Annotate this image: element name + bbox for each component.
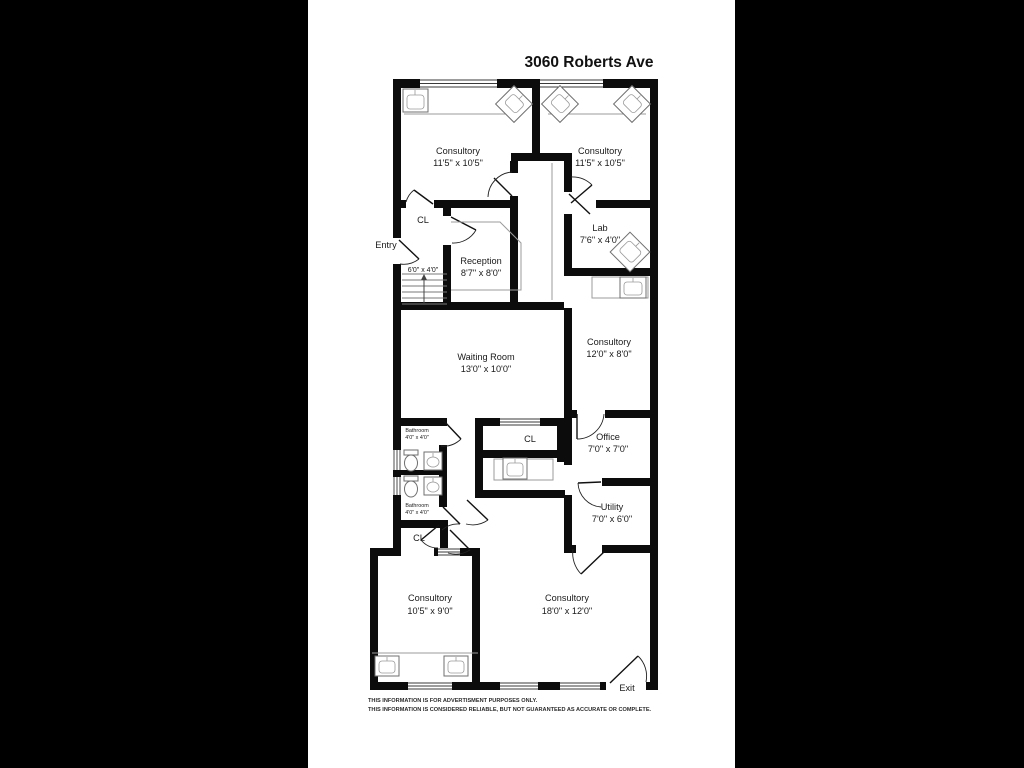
- disclaimer-line-1: THIS INFORMATION IS FOR ADVERTISMENT PUR…: [368, 698, 538, 704]
- fixtures: [374, 84, 652, 677]
- toilet-icon: [403, 475, 419, 498]
- room-name-bathroom-lower: Bathroom: [405, 503, 429, 509]
- room-dims-consultory-bottom-left: 10'5" x 9'0": [407, 606, 452, 616]
- door-swing-icon: [572, 548, 606, 575]
- plan-page: [308, 0, 735, 768]
- door-swing-icon: [398, 239, 420, 265]
- room-labels: Consultory 11'5" x 10'5" Consultory 11'5…: [375, 146, 635, 693]
- room-dims-lab: 7'6" x 4'0": [580, 235, 620, 245]
- windows: [393, 79, 646, 690]
- door-swing-icon: [609, 655, 648, 684]
- closet-label-middle: CL: [524, 434, 536, 444]
- window-icon: [420, 79, 497, 88]
- room-name-consultory-top-left: Consultory: [436, 146, 480, 156]
- doors: [398, 171, 648, 684]
- door-swing-icon: [447, 529, 471, 555]
- door-swing-icon: [450, 216, 477, 244]
- door-swing-icon: [576, 413, 605, 440]
- room-dims-vestibule: 6'0" x 4'0": [408, 267, 439, 274]
- door-swing-icon: [420, 524, 440, 549]
- door-swing-icon: [440, 419, 462, 447]
- window-icon: [393, 477, 401, 495]
- room-name-waiting-room: Waiting Room: [457, 352, 515, 362]
- stairs-up-icon: [402, 273, 447, 305]
- room-dims-consultory-bottom-right: 18'0" x 12'0": [542, 606, 592, 616]
- exit-label: Exit: [619, 683, 635, 693]
- window-icon: [540, 79, 603, 88]
- room-dims-consultory-top-left: 11'5" x 10'5": [433, 158, 483, 168]
- sink-icon: [619, 276, 647, 299]
- walls: [370, 79, 658, 690]
- page-title: 3060 Roberts Ave: [525, 54, 654, 71]
- room-dims-reception: 8'7" x 8'0": [461, 268, 501, 278]
- door-swing-icon: [465, 499, 489, 526]
- sink-icon: [502, 457, 528, 480]
- sink-icon: [443, 655, 469, 677]
- room-dims-waiting-room: 13'0" x 10'0": [461, 364, 511, 374]
- window-icon: [560, 682, 600, 690]
- room-name-consultory-bottom-right: Consultory: [545, 593, 589, 603]
- entry-label: Entry: [375, 240, 397, 250]
- room-name-bathroom-upper: Bathroom: [405, 428, 429, 434]
- window-icon: [393, 450, 401, 470]
- window-icon: [408, 682, 452, 690]
- sink-icon: [423, 476, 443, 496]
- disclaimer-line-2: THIS INFORMATION IS CONSIDERED RELIABLE,…: [368, 707, 652, 713]
- door-swing-icon: [568, 193, 591, 215]
- closet-label-top: CL: [417, 215, 429, 225]
- room-name-reception: Reception: [460, 256, 501, 266]
- sink-icon: [612, 84, 652, 124]
- room-dims-utility: 7'0" x 6'0": [592, 514, 632, 524]
- sink-icon: [402, 88, 429, 113]
- room-name-office: Office: [596, 432, 620, 442]
- toilet-icon: [403, 449, 419, 472]
- room-name-consultory-top-right: Consultory: [578, 146, 622, 156]
- door-swing-icon: [441, 506, 461, 531]
- closet-label-bottom: CL: [413, 533, 425, 543]
- room-name-consultory-right: Consultory: [587, 337, 631, 347]
- room-dims-bathroom-upper: 4'0" x 4'0": [405, 435, 429, 441]
- sink-icon: [494, 84, 534, 124]
- room-name-lab: Lab: [592, 223, 607, 233]
- door-swing-icon: [405, 189, 434, 205]
- exit-door-gap: [606, 682, 646, 690]
- room-dims-consultory-right: 12'0" x 8'0": [586, 349, 631, 359]
- sink-icon: [609, 231, 651, 273]
- room-dims-consultory-top-right: 11'5" x 10'5": [575, 158, 625, 168]
- room-dims-office: 7'0" x 7'0": [588, 444, 628, 454]
- sink-icon: [423, 451, 443, 471]
- window-icon: [500, 682, 538, 690]
- window-icon: [500, 418, 540, 426]
- sink-icon: [374, 655, 400, 677]
- door-swing-icon: [577, 481, 602, 508]
- sink-icon: [540, 84, 580, 124]
- window-icon: [438, 548, 460, 556]
- room-dims-bathroom-lower: 4'0" x 4'0": [405, 510, 429, 516]
- room-name-consultory-bottom-left: Consultory: [408, 593, 452, 603]
- door-swing-icon: [487, 171, 513, 198]
- room-name-utility: Utility: [601, 502, 624, 512]
